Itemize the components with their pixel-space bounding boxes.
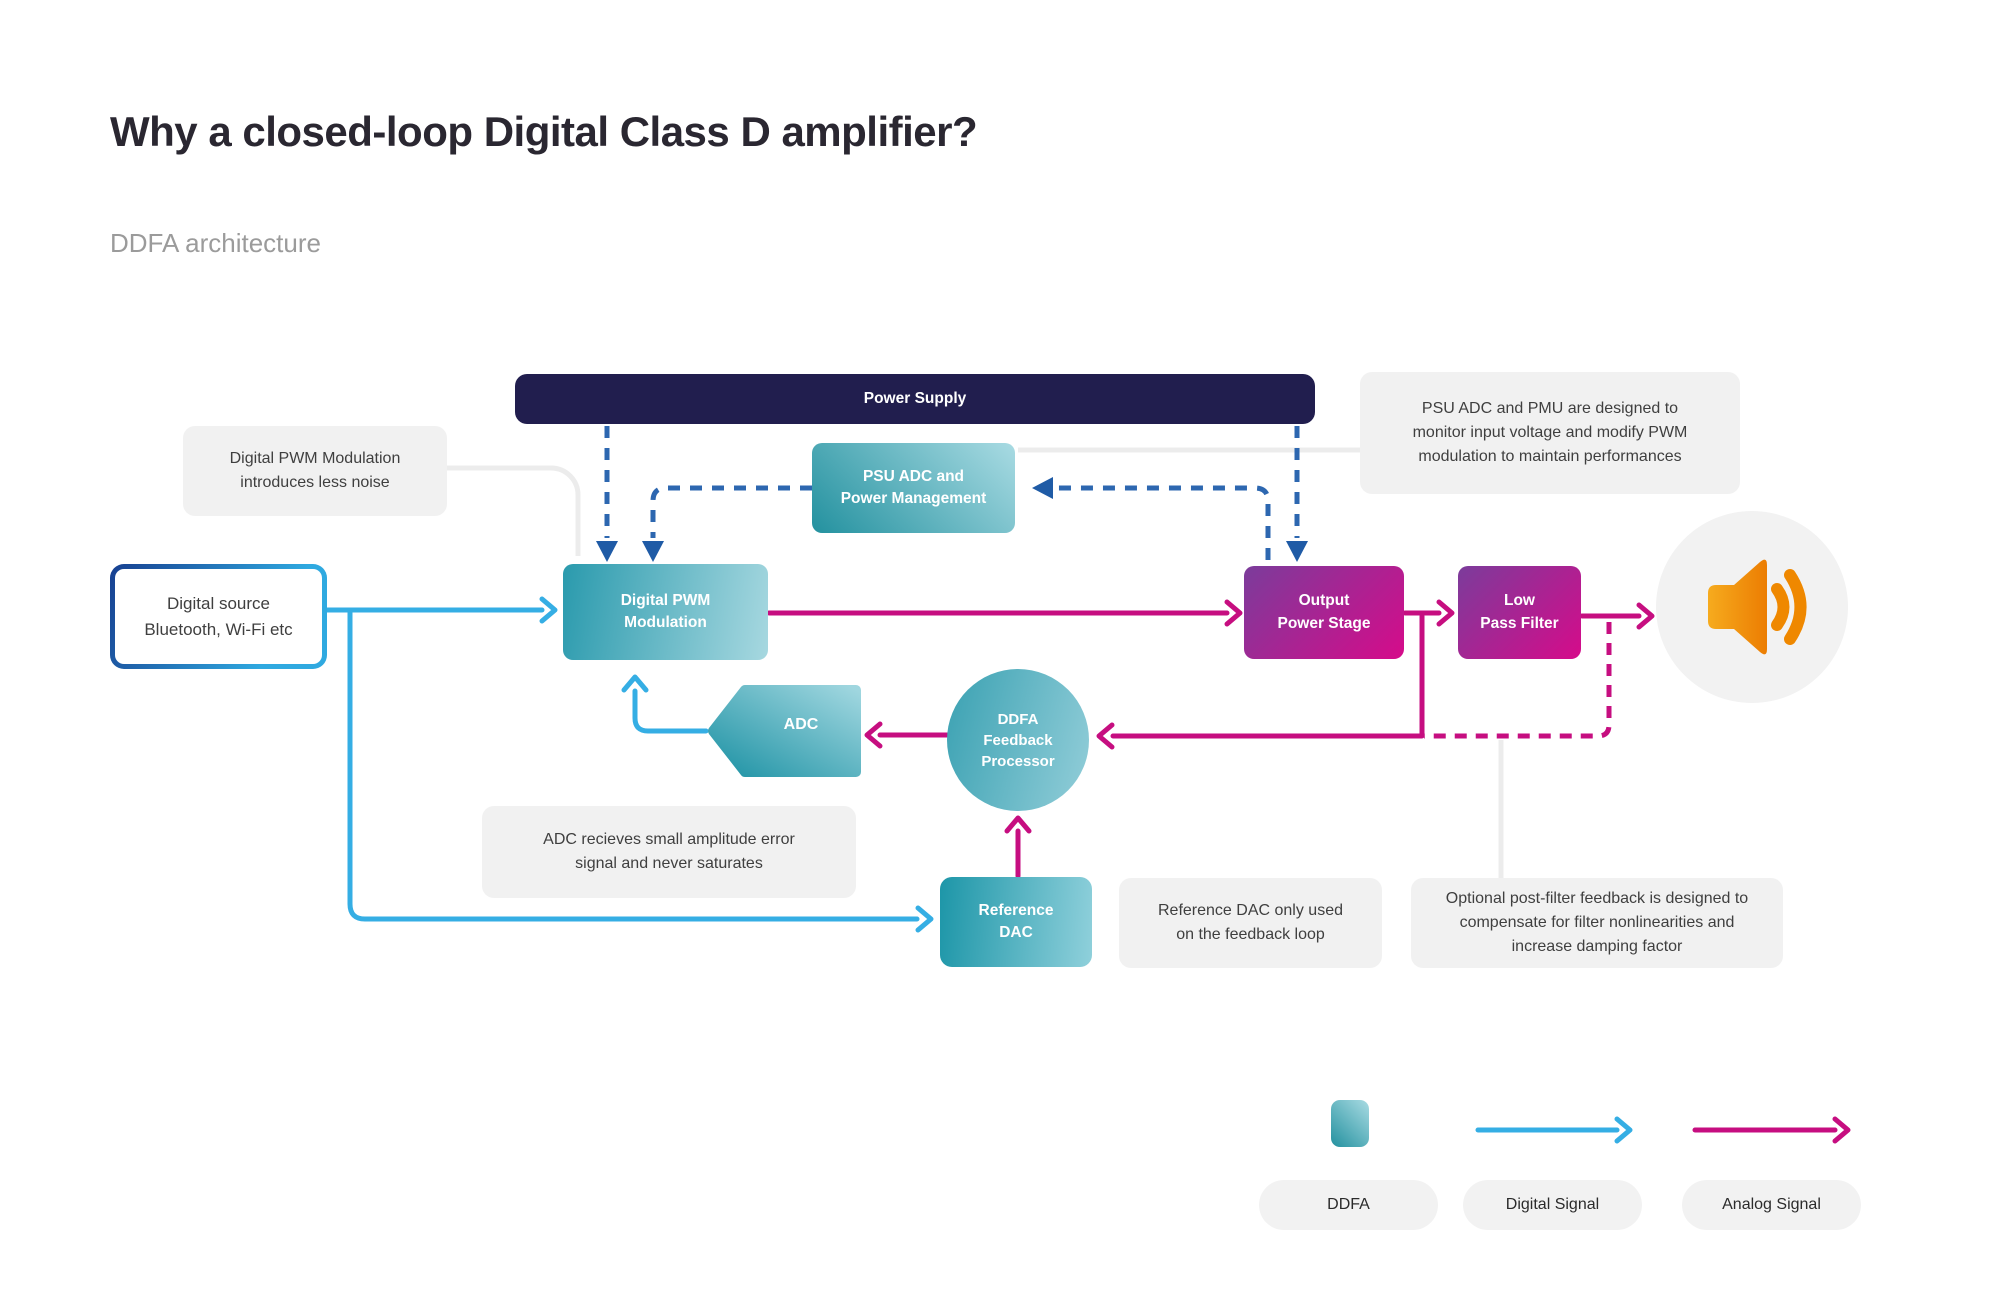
- node-digital-source: Digital source Bluetooth, Wi-Fi etc: [110, 564, 327, 669]
- connector-pwm-noise: [447, 465, 581, 556]
- callout-adc-saturate: ADC recieves small amplitude error signa…: [482, 806, 856, 898]
- legend-pill-ddfa: DDFA: [1259, 1180, 1438, 1230]
- chevron-right-icon: [539, 596, 558, 624]
- callout-text: PSU ADC and PMU are designed to monitor …: [1412, 400, 1688, 465]
- speaker-wave-outer: [1784, 569, 1807, 645]
- callout-text: Optional post-filter feedback is designe…: [1445, 890, 1749, 955]
- callout-post-filter: Optional post-filter feedback is designe…: [1411, 878, 1783, 968]
- node-label: Reference DAC: [979, 900, 1054, 945]
- legend-label: Analog Signal: [1722, 1196, 1821, 1213]
- node-label: Output Power Stage: [1277, 590, 1370, 635]
- callout-text: ADC recieves small amplitude error signa…: [543, 831, 795, 872]
- node-reference-dac: Reference DAC: [940, 877, 1092, 967]
- speaker-body: [1708, 559, 1767, 655]
- line-stage-feedback: [1110, 613, 1425, 739]
- node-low-pass-filter: Low Pass Filter: [1458, 566, 1581, 659]
- dashed-stage-to-psuadc: [1050, 485, 1271, 560]
- node-label-line: Processor: [981, 752, 1055, 770]
- node-ddfa-feedback-processor: DDFA Feedback Processor: [947, 669, 1089, 811]
- dashed-psuadc-to-pwm: [650, 485, 812, 538]
- node-label-line: PSU ADC and: [862, 467, 965, 485]
- chevron-right-icon: [1224, 599, 1243, 627]
- node-psu-adc-power-management: PSU ADC and Power Management: [812, 443, 1015, 533]
- chevron-right-icon: [1636, 602, 1655, 630]
- node-digital-pwm-modulation: Digital PWM Modulation: [563, 564, 768, 660]
- node-power-supply: Power Supply: [515, 374, 1315, 424]
- callout-connector-lines: [447, 447, 1504, 878]
- arrowhead-left-icon: [1032, 477, 1053, 499]
- node-label: Digital source Bluetooth, Wi-Fi etc: [144, 591, 292, 642]
- node-label-line: Output: [1298, 592, 1350, 610]
- node-label-line: Modulation: [624, 614, 707, 631]
- legend-pill-digital-signal: Digital Signal: [1463, 1180, 1642, 1230]
- chevron-right-icon: [1436, 599, 1455, 627]
- legend-pill-analog-signal: Analog Signal: [1682, 1180, 1861, 1230]
- node-label-line: Bluetooth, Wi-Fi etc: [144, 619, 293, 639]
- line-adc-to-pwm: [632, 688, 709, 734]
- analog-signal-lines: [766, 599, 1851, 1144]
- node-label-line: Digital source: [166, 594, 270, 613]
- node-output-power-stage: Output Power Stage: [1244, 566, 1404, 659]
- node-label: Power Supply: [863, 389, 967, 407]
- node-adc-label: ADC: [783, 716, 819, 733]
- adc-pentagon-shape: [708, 685, 861, 777]
- dashed-blue-lines: [604, 426, 1300, 560]
- legend-label: Digital Signal: [1505, 1196, 1600, 1213]
- digital-signal-lines: [314, 596, 1633, 1144]
- line-postfilter-feedback-dashed: [1424, 622, 1612, 739]
- callout-psu-pmu: PSU ADC and PMU are designed to monitor …: [1360, 372, 1740, 494]
- callout-text: Digital PWM Modulation introduces less n…: [229, 450, 401, 491]
- callout-pwm-noise: Digital PWM Modulation introduces less n…: [183, 426, 447, 516]
- arrowhead-down-icon: [1286, 541, 1308, 562]
- chevron-right-icon: [1614, 1116, 1633, 1144]
- chevron-up-icon: [1004, 815, 1032, 834]
- node-label-line: DAC: [999, 924, 1033, 941]
- callout-text: Reference DAC only used on the feedback …: [1158, 902, 1343, 943]
- line-source-to-refdac: [347, 607, 920, 922]
- arrowhead-down-icon: [642, 541, 664, 562]
- chevron-left-icon: [864, 721, 883, 749]
- node-label: DDFA Feedback Processor: [981, 709, 1054, 772]
- node-label-line: Pass Filter: [1480, 614, 1559, 632]
- node-label: Digital PWM Modulation: [621, 590, 711, 635]
- node-label-line: Reference: [978, 901, 1054, 919]
- chevron-right-icon: [915, 905, 934, 933]
- chevron-up-icon: [621, 674, 649, 693]
- node-label: Low Pass Filter: [1480, 590, 1558, 635]
- chevron-left-icon: [1096, 722, 1115, 750]
- page-subtitle: DDFA architecture: [110, 228, 321, 258]
- node-adc-pentagon: [708, 685, 861, 777]
- node-label-line: Power Stage: [1277, 614, 1371, 632]
- page-title: Why a closed-loop Digital Class D amplif…: [110, 108, 978, 155]
- node-label-line: Digital PWM: [620, 591, 711, 609]
- speaker-wave-inner: [1771, 583, 1790, 631]
- node-label-line: Low: [1504, 592, 1535, 610]
- node-label-line: DDFA: [997, 710, 1039, 728]
- legend-label: DDFA: [1327, 1196, 1370, 1213]
- callout-reference-dac: Reference DAC only used on the feedback …: [1119, 878, 1382, 968]
- speaker-icon: [1708, 559, 1807, 655]
- node-label-line: Power Management: [840, 490, 987, 507]
- arrowhead-down-icon: [596, 541, 618, 562]
- chevron-right-icon: [1832, 1116, 1851, 1144]
- node-label-line: Feedback: [983, 731, 1053, 749]
- speaker-output: [1656, 511, 1848, 703]
- dashed-blue-arrowheads: [596, 477, 1308, 562]
- node-label: PSU ADC and Power Management: [841, 466, 987, 511]
- legend-ddfa-swatch: [1331, 1100, 1369, 1147]
